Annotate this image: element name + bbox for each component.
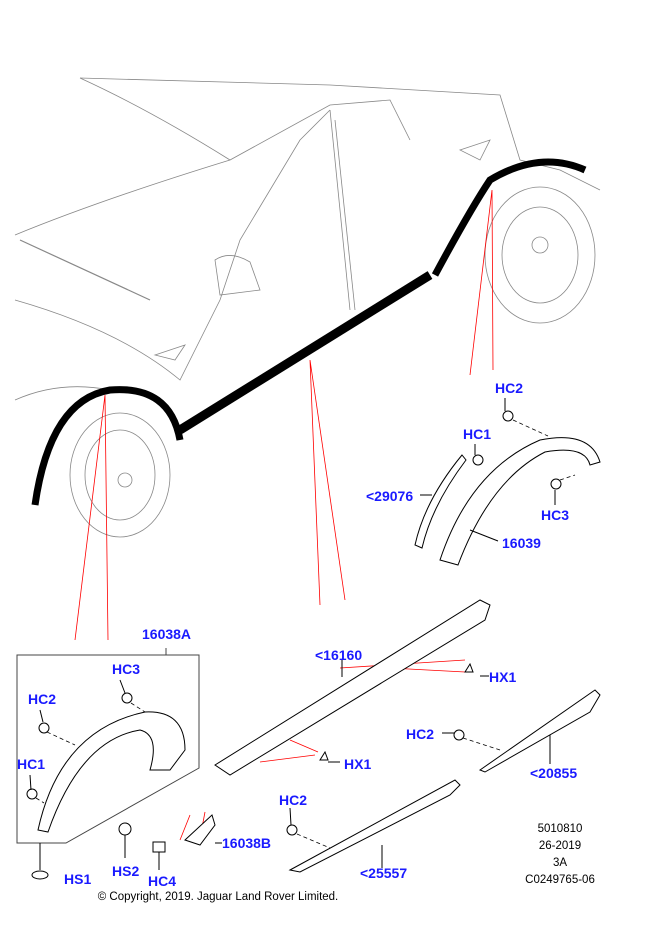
callout-16038a[interactable]: 16038A xyxy=(142,626,192,642)
callout-16160[interactable]: <16160 xyxy=(315,647,363,663)
callout-hc2-front[interactable]: HC2 xyxy=(28,691,57,707)
callout-16039[interactable]: 16039 xyxy=(502,535,541,551)
callout-25557[interactable]: <25557 xyxy=(360,865,408,881)
callout-hs2[interactable]: HS2 xyxy=(112,863,140,879)
info-line-2: 26-2019 xyxy=(538,840,582,852)
callout-hc3-front[interactable]: HC3 xyxy=(112,661,141,677)
info-line-3: 3A xyxy=(552,857,568,869)
callout-16038b[interactable]: 16038B xyxy=(222,835,272,851)
callout-29076[interactable]: <29076 xyxy=(366,488,414,504)
info-block: 5010810 26-2019 3A C0249765-06 xyxy=(500,821,620,889)
callout-hc1-rear[interactable]: HC1 xyxy=(463,426,492,442)
callout-hc2-lower[interactable]: HC2 xyxy=(279,792,308,808)
callout-hx1-bottom[interactable]: HX1 xyxy=(344,756,372,772)
callout-hc2-rear[interactable]: HC2 xyxy=(495,380,524,396)
callout-hx1-top[interactable]: HX1 xyxy=(489,669,517,685)
copyright-text: © Copyright, 2019. Jaguar Land Rover Lim… xyxy=(97,891,339,903)
callout-hc2-sill[interactable]: HC2 xyxy=(406,726,435,742)
info-line-4: C0249765-06 xyxy=(525,874,595,886)
info-line-1: 5010810 xyxy=(537,823,583,835)
callout-hc1-front[interactable]: HC1 xyxy=(17,756,46,772)
callout-hc4[interactable]: HC4 xyxy=(148,873,177,889)
callout-hc3-rear[interactable]: HC3 xyxy=(541,507,570,523)
callout-hs1[interactable]: HS1 xyxy=(64,871,92,887)
callout-20855[interactable]: <20855 xyxy=(530,765,578,781)
